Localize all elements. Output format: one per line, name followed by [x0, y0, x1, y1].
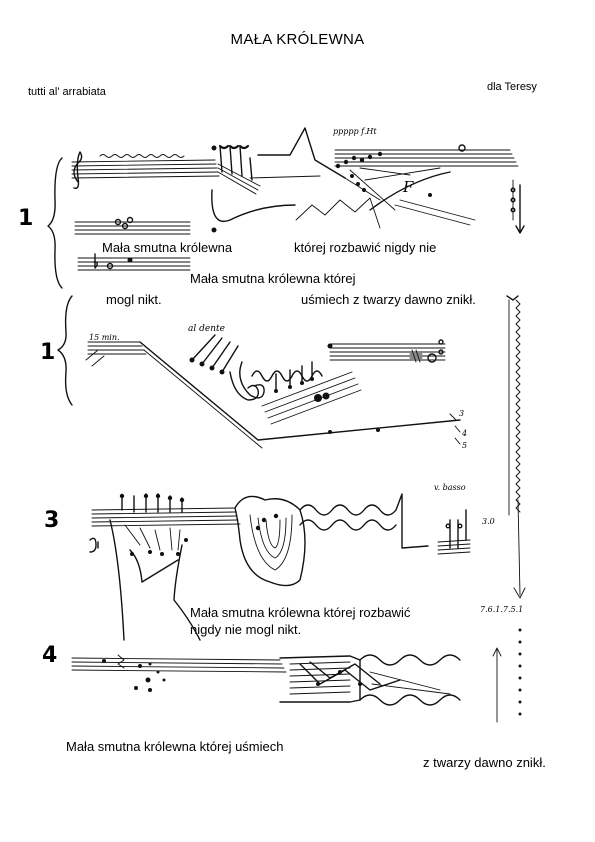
system-4-sequence-note: 7.6.1.7.5.1	[480, 605, 524, 614]
system-2-count-5: 5	[462, 441, 468, 450]
system-1-notation	[47, 127, 525, 289]
system-1-performance-note: ppppp f.Ht	[333, 127, 377, 136]
system-3-tempo-note: 3.0	[482, 517, 495, 526]
system-2-time-note: 15 min.	[89, 333, 120, 342]
system-3-notation	[89, 493, 471, 641]
tempo-marking: tutti al' arrabiata	[28, 86, 106, 98]
system-4-lyric-1: Mała smutna królewna której uśmiech	[66, 739, 284, 754]
system-2-count-4: 4	[462, 429, 468, 438]
system-1-lyric-1: Mała smutna królewna	[102, 240, 233, 255]
page-title: MAŁA KRÓLEWNA	[230, 31, 365, 48]
system-3-lyric-2: nigdy nie mogl nikt.	[190, 622, 302, 637]
dedication: dla Teresy	[487, 81, 537, 93]
system-2-performance-note: al dente	[188, 324, 225, 334]
system-4-number: 4	[42, 643, 58, 668]
right-zigzag	[506, 295, 526, 599]
system-4-lyric-2: z twarzy dawno znikł.	[423, 755, 546, 770]
system-3-lyric-1: Mała smutna królewna której rozbawić	[190, 605, 411, 620]
system-1-number: 1	[18, 206, 34, 231]
system-3-number: 3	[44, 508, 60, 533]
system-1-lyric-5: uśmiech z twarzy dawno znikł.	[301, 292, 476, 307]
system-1-lyric-2: której rozbawić nigdy nie	[294, 240, 437, 255]
system-1-lyric-4: mogl nikt.	[106, 292, 162, 307]
system-2-number: 1	[40, 340, 56, 365]
system-2-count-3: 3	[459, 409, 465, 418]
system-4-notation	[71, 628, 522, 723]
system-3-performance-note: v. basso	[434, 483, 466, 492]
system-1-lyric-3: Mała smutna królewna której	[190, 271, 356, 286]
system-2-notation	[57, 295, 461, 449]
